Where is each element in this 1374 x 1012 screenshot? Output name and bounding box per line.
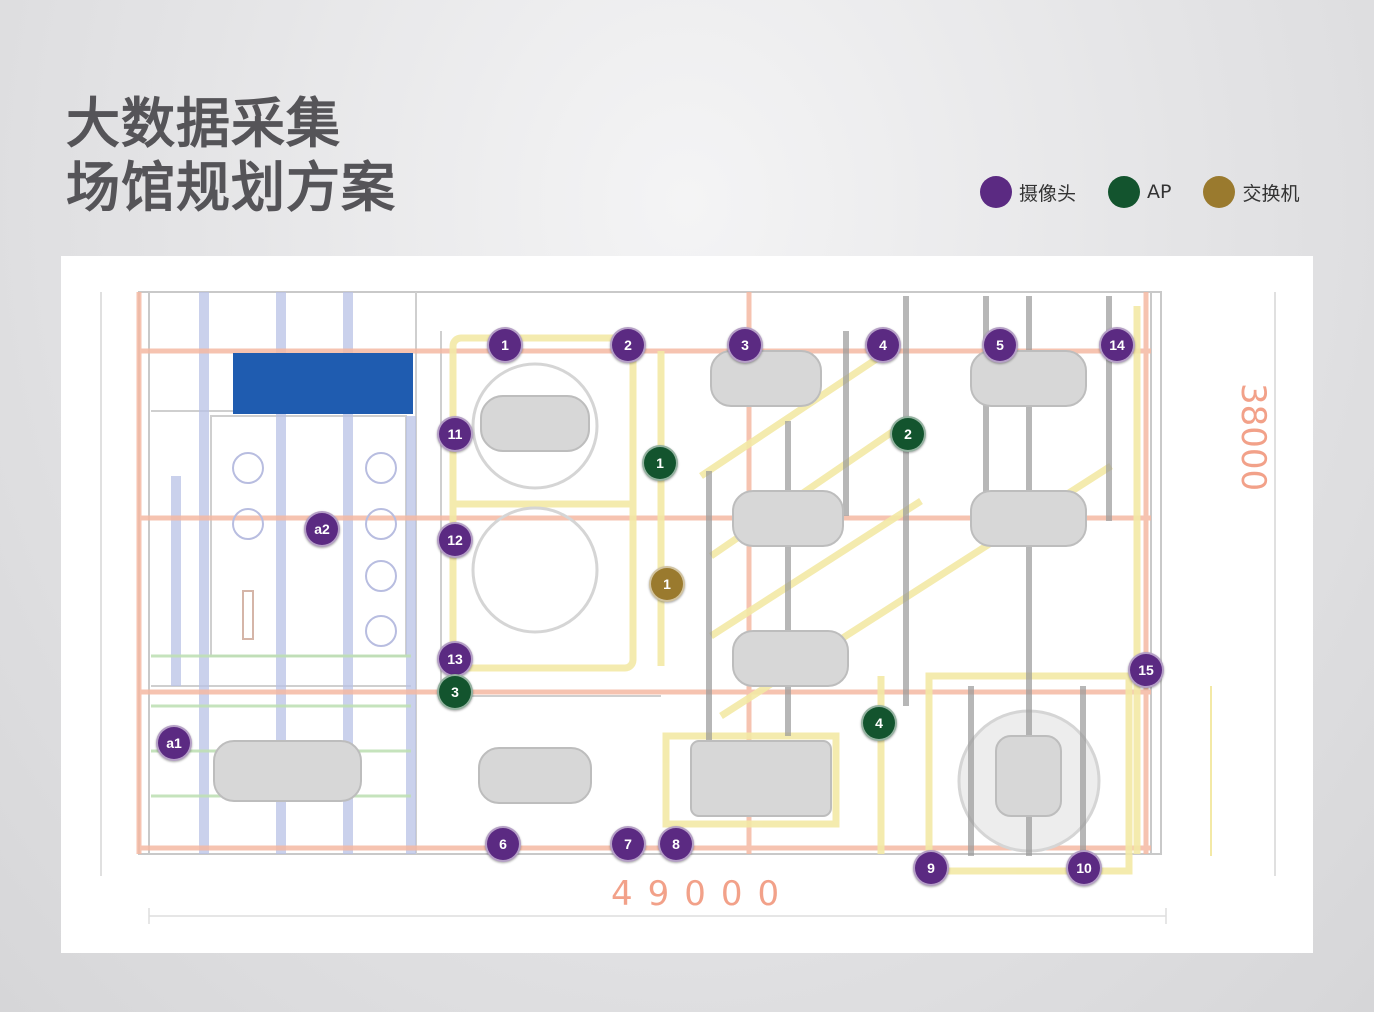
legend-item-switch: 交换机	[1203, 176, 1300, 208]
camera-marker[interactable]: 10	[1066, 850, 1102, 886]
legend-item-camera: 摄像头	[980, 176, 1076, 208]
camera-marker[interactable]: 9	[913, 850, 949, 886]
camera-marker[interactable]: 8	[658, 826, 694, 862]
legend-label-ap: AP	[1147, 181, 1172, 203]
camera-marker[interactable]: 1	[487, 327, 523, 363]
legend-label-camera: 摄像头	[1019, 182, 1077, 205]
title-line-2: 场馆规划方案	[66, 156, 396, 219]
furniture	[232, 452, 397, 647]
camera-swatch-icon	[980, 176, 1012, 208]
ap-marker[interactable]: 4	[861, 705, 897, 741]
floorplan-panel: 49000 38000 1 2 3 4 5 14 11 12 13 15 6 7…	[61, 256, 1313, 953]
ap-swatch-icon	[1108, 176, 1141, 208]
legend: 摄像头 AP 交换机	[980, 176, 1300, 208]
camera-marker[interactable]: a1	[156, 725, 192, 761]
camera-marker[interactable]: 11	[437, 416, 473, 452]
camera-marker[interactable]: 14	[1099, 327, 1135, 363]
page-title: 大数据采集 场馆规划方案	[66, 92, 396, 220]
outer-walls	[100, 291, 1276, 876]
camera-marker[interactable]: 15	[1128, 652, 1164, 688]
camera-marker[interactable]: 4	[865, 327, 901, 363]
camera-marker[interactable]: a2	[304, 511, 340, 547]
dimension-lines	[148, 686, 1212, 924]
title-line-1: 大数据采集	[66, 92, 341, 155]
blue-screen	[233, 353, 413, 414]
display-cars	[213, 350, 1087, 817]
ap-marker[interactable]: 1	[642, 445, 678, 481]
legend-label-switch: 交换机	[1242, 182, 1300, 205]
camera-marker[interactable]: 12	[437, 522, 473, 558]
ap-marker[interactable]: 2	[890, 416, 926, 452]
camera-marker[interactable]: 3	[727, 327, 763, 363]
camera-marker[interactable]: 6	[485, 826, 521, 862]
camera-marker[interactable]: 13	[437, 641, 473, 677]
switch-swatch-icon	[1203, 176, 1236, 208]
ap-marker[interactable]: 3	[437, 674, 473, 710]
height-dimension-label: 38000	[1229, 383, 1277, 491]
switch-marker[interactable]: 1	[649, 566, 685, 602]
legend-item-ap: AP	[1108, 176, 1171, 208]
width-dimension-label: 49000	[611, 874, 795, 914]
camera-marker[interactable]: 5	[982, 327, 1018, 363]
camera-marker[interactable]: 2	[610, 327, 646, 363]
camera-marker[interactable]: 7	[610, 826, 646, 862]
height-dimension-text: 38000	[1233, 383, 1273, 492]
